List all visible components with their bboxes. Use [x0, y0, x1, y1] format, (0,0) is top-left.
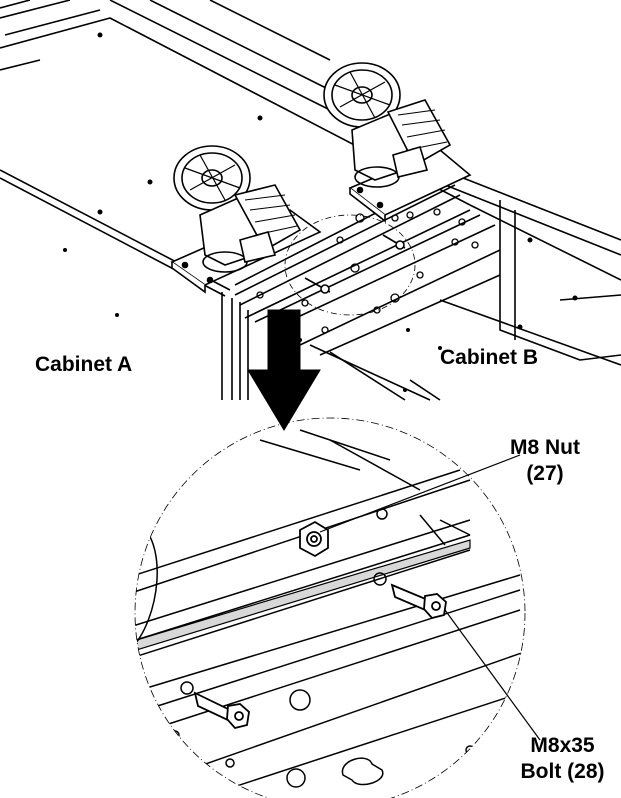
panel-holes [63, 32, 578, 392]
bolt-leader-line [444, 609, 541, 741]
m8x35-bolt-lower [193, 691, 250, 730]
cabinet-b-label: Cabinet B [440, 346, 539, 369]
nut-callout: M8 Nut (27) [495, 435, 595, 487]
m8x35-bolt-upper [390, 583, 447, 620]
bolt-callout: M8x35 Bolt (28) [505, 733, 620, 785]
nut-callout-ref: (27) [526, 462, 564, 485]
cabinet-frame-top-view [0, 0, 621, 401]
caster-wheel-right [323, 62, 452, 188]
bolt-callout-ref: Bolt (28) [520, 760, 605, 783]
caster-plate-right [348, 149, 472, 223]
bolt-callout-name: M8x35 [530, 734, 595, 757]
cabinet-a-label: Cabinet A [35, 353, 133, 376]
nut-callout-name: M8 Nut [510, 436, 580, 459]
down-arrow-icon [247, 309, 321, 431]
detail-view [135, 429, 525, 798]
caster-wheel-left [173, 145, 302, 273]
nut-leader-line [319, 454, 521, 533]
upper-bolts [304, 234, 406, 294]
m8-nut [299, 520, 329, 558]
detail-zoom-circle-small [284, 214, 416, 316]
detail-zoom-circle [134, 417, 526, 798]
